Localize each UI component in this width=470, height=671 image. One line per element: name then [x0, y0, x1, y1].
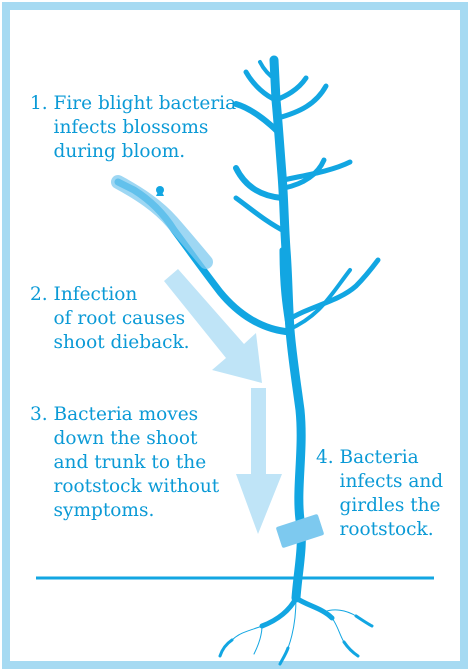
- step-3-label: 3. Bacteria moves down the shoot and tru…: [30, 403, 219, 523]
- step-4-label: 4. Bacteria infects and girdles the root…: [316, 446, 443, 542]
- step-2-label: 2. Infection of root causes shoot diebac…: [30, 283, 190, 355]
- blossom-icon: [156, 186, 164, 196]
- step-1-label: 1. Fire blight bacteria infects blossoms…: [30, 92, 236, 164]
- roots: [232, 598, 356, 654]
- arrow-down: [236, 388, 282, 534]
